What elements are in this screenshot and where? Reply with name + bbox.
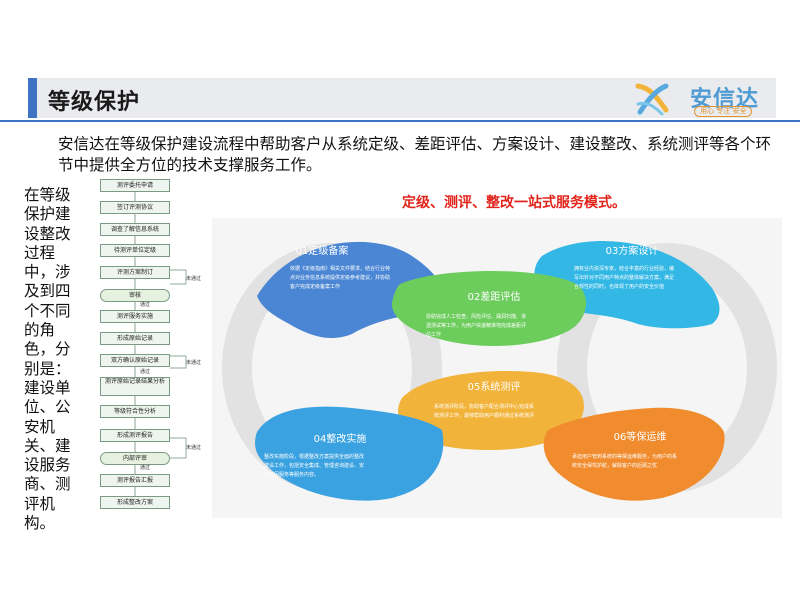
node-02-desc-line-3: 估工作 [426, 331, 441, 338]
node-05-shape [398, 371, 584, 451]
header-divider [0, 120, 800, 122]
node-02-desc-line-1: 协助完成人工检查、风险评估、漏洞扫描、渗 [426, 313, 526, 320]
node-02-title: 02差距评估 [468, 290, 521, 303]
flow-step-4: 待测评单位定级 [100, 244, 170, 257]
flow-note-passed-1: 通过 [140, 302, 151, 308]
flow-step-1: 测评委托申请 [100, 179, 170, 192]
flow-step-5: 评测方案制订 [100, 266, 170, 279]
node-01: 01定级备案 依据《定级指南》相关文件要求，结合行业特 点对业务信息系统提供定级… [290, 244, 390, 290]
flow-step-2: 签订评测协议 [100, 201, 170, 214]
flow-step-12: 形成测评报告 [100, 429, 170, 442]
node-05: 05系统测评 系统测评阶段，协助客户配合测评中心完成系 统测评工作，最够帮助用户… [434, 380, 534, 419]
header-accent [28, 78, 37, 118]
node-05-desc-line-1: 系统测评阶段，协助客户配合测评中心完成系 [434, 403, 534, 410]
cycle-graphic: 01定级备案 依据《定级指南》相关文件要求，结合行业特 点对业务信息系统提供定级… [222, 240, 777, 501]
flow-note-passed-2: 通过 [140, 369, 151, 375]
flowchart-connectors [134, 190, 187, 502]
node-04-desc-line-2: 建设工作，包括安全集成、管理咨询建设、安 [264, 462, 364, 469]
node-01-desc-line-3: 客户完成定级备案工作 [290, 283, 340, 290]
node-02-shape [391, 270, 587, 346]
flow-note-not-passed-1: 未通过 [186, 276, 202, 282]
node-05-title: 05系统测评 [468, 380, 521, 393]
node-06-desc-line-1: 承担用户管到系统的等保运维服务，为用户的系 [572, 453, 677, 460]
flow-step-14: 测评报告汇报 [100, 474, 170, 487]
node-01-desc-line-1: 依据《定级指南》相关文件要求，结合行业特 [290, 265, 390, 272]
node-06-desc-line-2: 统安全保驾护航，解除客户的后顾之忧 [572, 462, 657, 469]
flow-step-13: 内部评审 [100, 452, 170, 465]
node-06: 06等保运维 承担用户管到系统的等保运维服务，为用户的系 统安全保驾护航，解除客… [572, 430, 677, 469]
flow-step-3: 调查了解信息系统 [100, 223, 170, 236]
service-slogan: 定级、测评、整改一站式服务模式。 [402, 195, 626, 211]
flow-step-9: 双方确认原始记录 [100, 354, 170, 367]
node-03-desc-line-1: 拥有业内资深专家，结合丰富的行业经验，编 [574, 265, 674, 272]
flow-step-7: 测评服务实施 [100, 310, 170, 323]
service-cycle-diagram: 01定级备案 依据《定级指南》相关文件要求，结合行业特 点对业务信息系统提供定级… [212, 218, 782, 518]
node-04-title: 04整改实施 [314, 432, 367, 445]
flow-note-not-passed-3: 未通过 [186, 445, 202, 451]
node-03-title: 03方案设计 [606, 244, 659, 257]
intro-paragraph: 安信达在等级保护建设流程中帮助客户从系统定级、差距评估、方案设计、建设整改、系统… [58, 135, 772, 174]
node-01-desc-line-2: 点对业务信息系统提供定级参考建议，并协助 [290, 274, 390, 281]
node-06-shape [543, 407, 725, 501]
node-04: 04整改实施 整改实施阶段，根据整改方案提供全面的整改 建设工作，包括安全集成、… [264, 432, 366, 478]
brand-logo [635, 83, 669, 116]
node-04-desc-line-3: 全加固服务等服务内容。 [264, 471, 319, 478]
node-04-desc-line-1: 整改实施阶段，根据整改方案提供全面的整改 [264, 453, 364, 460]
node-03-desc-line-3: 合规性的同时，也体现了用户的安全价值 [574, 283, 664, 290]
flow-step-10: 测评原始记录结果分析 [100, 377, 170, 396]
process-flowchart: 测评委托申请 签订评测协议 调查了解信息系统 待测评单位定级 评测方案制订 审核… [90, 176, 220, 516]
node-03: 03方案设计 拥有业内资深专家，结合丰富的行业经验，编 写出针对不同用户特点的整… [574, 244, 674, 290]
flow-step-15: 形成整改方案 [100, 496, 170, 509]
page-title: 等级保护 [48, 90, 141, 115]
node-01-title: 01定级备案 [296, 244, 349, 257]
node-03-desc-line-2: 写出针对不同用户特点的整体解决方案，满足 [574, 274, 674, 281]
side-description: 在等级保护建设整改过程中，涉及到四个不同的角色，分别是：建设单位、公安机关、建设… [24, 186, 71, 533]
flow-note-passed-3: 通过 [140, 465, 151, 471]
brand-slogan: 用心 专注 安全 [694, 106, 753, 117]
logo-mark-icon [635, 83, 669, 116]
flow-step-8: 形成原始记录 [100, 332, 170, 345]
node-02-desc-line-2: 透测试等工作，为用户快速精准地完成差距评 [426, 322, 526, 329]
node-04-shape [255, 406, 444, 501]
node-06-title: 06等保运维 [614, 430, 667, 443]
flow-step-6: 审核 [100, 289, 170, 302]
flow-step-11: 等级符合性分析 [100, 405, 170, 418]
node-05-desc-line-2: 统测评工作，最够帮助用户顺利通过系统测评 [434, 412, 534, 419]
flow-note-not-passed-2: 未通过 [186, 360, 202, 366]
node-02: 02差距评估 协助完成人工检查、风险评估、漏洞扫描、渗 透测试等工作，为用户快速… [426, 290, 526, 338]
